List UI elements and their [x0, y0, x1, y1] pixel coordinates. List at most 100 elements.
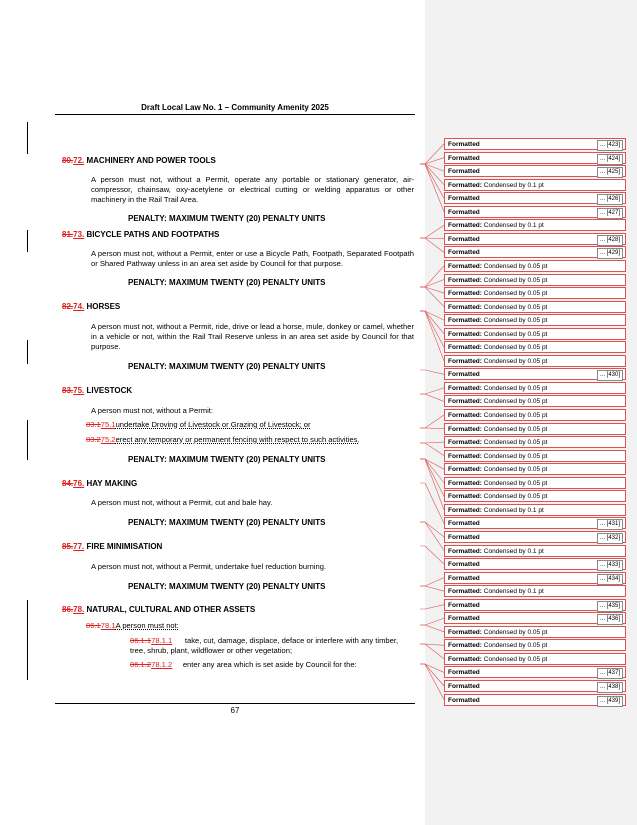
balloon-ref-link[interactable]: ... [423] [596, 140, 623, 151]
section-heading: 86.78. NATURAL, CULTURAL AND OTHER ASSET… [62, 605, 256, 614]
balloon-detail: Condensed by 0.05 pt [481, 628, 548, 636]
balloon-ref-link[interactable]: ... [438] [596, 682, 623, 693]
balloon-ref-link[interactable]: ... [427] [596, 207, 623, 219]
balloon-ref-link[interactable]: ... [434] [596, 573, 623, 585]
revision-balloon[interactable]: Formatted: Condensed by 0.05 pt [444, 259, 626, 272]
change-bar [27, 340, 28, 364]
section-body: A person must not, without a Permit, und… [91, 562, 327, 571]
balloon-label: Formatted [448, 371, 480, 379]
balloon-ref-link[interactable]: ... [433] [596, 560, 623, 572]
balloon-label: Formatted: [448, 222, 482, 230]
change-bar [27, 600, 28, 680]
revision-balloon[interactable]: Formatted ... [425] [444, 165, 626, 179]
balloon-label: Formatted [448, 168, 480, 176]
revision-balloon[interactable]: Formatted: Condensed by 0.05 pt [444, 273, 626, 286]
change-bar [27, 230, 28, 252]
balloon-label: Formatted [448, 696, 480, 704]
balloon-label: Formatted: [448, 276, 482, 284]
revision-balloon[interactable]: Formatted... [429] [444, 246, 626, 260]
revision-balloon[interactable]: Formatted: Condensed by 0.1 pt [444, 503, 626, 516]
revision-balloon[interactable]: Formatted ... [435] [444, 598, 626, 612]
revision-balloon[interactable]: Formatted... [434] [444, 571, 626, 585]
balloon-detail: Condensed by 0.05 pt [481, 290, 548, 298]
balloon-label: Formatted: [448, 344, 482, 352]
balloon-ref-link[interactable]: ... [439] [596, 695, 623, 707]
revision-balloon[interactable]: Formatted ... [438] [444, 680, 626, 693]
balloon-detail: Condensed by 0.05 pt [481, 317, 548, 325]
change-bar [27, 420, 28, 460]
revision-balloon[interactable]: Formatted: Condensed by 0.05 pt [444, 327, 626, 340]
balloon-label: Formatted: [448, 357, 482, 365]
balloon-ref-link[interactable]: ... [428] [596, 234, 623, 246]
revision-balloon[interactable]: Formatted: Condensed by 0.05 pt [444, 287, 626, 300]
balloon-detail: Condensed by 0.05 pt [481, 357, 548, 365]
balloon-ref-link[interactable]: ... [425] [596, 167, 623, 179]
balloon-label: Formatted: [448, 262, 482, 270]
balloon-ref-link[interactable]: ... [429] [596, 248, 623, 260]
revision-balloon[interactable]: Formatted... [436] [444, 612, 626, 626]
revision-balloon[interactable]: Formatted: Condensed by 0.05 pt [444, 422, 626, 435]
balloon-ref-link[interactable]: ... [424] [596, 153, 623, 165]
penalty-line: PENALTY: MAXIMUM TWENTY (20) PENALTY UNI… [128, 455, 326, 464]
revision-balloon[interactable]: Formatted ... [423] [444, 138, 626, 151]
balloon-label: Formatted [448, 235, 480, 243]
balloon-label: Formatted: [448, 588, 482, 596]
revision-balloon[interactable]: Formatted: Condensed by 0.05 pt [444, 476, 626, 489]
balloon-label: Formatted: [448, 439, 482, 447]
revision-balloon[interactable]: Formatted: Condensed by 0.05 pt [444, 341, 626, 354]
revision-balloon[interactable]: Formatted: Condensed by 0.05 pt [444, 463, 626, 476]
revision-balloon[interactable]: Formatted: Condensed by 0.05 pt [444, 409, 626, 421]
revision-balloon[interactable]: Formatted ... [427] [444, 205, 626, 219]
section-body: A person must not, without a Permit, ope… [91, 175, 414, 204]
penalty-line: PENALTY: MAXIMUM TWENTY (20) PENALTY UNI… [128, 214, 326, 223]
balloon-ref-link[interactable]: ... [426] [596, 194, 623, 206]
revision-balloon[interactable]: Formatted: Condensed by 0.05 pt [444, 381, 626, 394]
balloon-ref-link[interactable]: ... [437] [596, 668, 623, 680]
penalty-line: PENALTY: MAXIMUM TWENTY (20) PENALTY UNI… [128, 278, 326, 287]
revision-balloon[interactable]: Formatted... [433] [444, 558, 626, 572]
revision-balloon[interactable]: Formatted: Condensed by 0.05 pt [444, 354, 626, 367]
balloon-label: Formatted [448, 154, 480, 162]
balloon-label: Formatted [448, 208, 480, 216]
revision-balloon[interactable]: Formatted: Condensed by 0.05 pt [444, 395, 626, 408]
balloon-ref-link[interactable]: ... [430] [596, 370, 623, 382]
revision-balloon[interactable]: Formatted: Condensed by 0.05 pt [444, 449, 626, 462]
balloon-label: Formatted [448, 601, 480, 609]
revision-balloon[interactable]: Formatted: Condensed by 0.05 pt [444, 314, 626, 327]
list-item: 83.275.2erect any temporary or permanent… [86, 435, 360, 444]
balloon-ref-link[interactable]: ... [431] [596, 519, 623, 531]
revision-balloon[interactable]: Formatted: Condensed by 0.05 pt [444, 300, 626, 313]
revision-balloon[interactable]: Formatted... [437] [444, 666, 626, 680]
document-page: Draft Local Law No. 1 – Community Amenit… [27, 103, 415, 715]
revision-balloon[interactable]: Formatted: Condensed by 0.1 pt [444, 219, 626, 232]
revision-balloon[interactable]: Formatted: Condensed by 0.05 pt [444, 490, 626, 503]
revision-balloon[interactable]: Formatted ... [430] [444, 368, 626, 382]
revision-balloon[interactable]: Formatted: Condensed by 0.1 pt [444, 178, 626, 191]
balloon-label: Formatted: [448, 547, 482, 555]
revision-balloon[interactable]: Formatted: Condensed by 0.1 pt [444, 585, 626, 598]
revision-balloon[interactable]: Formatted: Condensed by 0.05 pt [444, 652, 626, 665]
section-heading: 83.75. LIVESTOCK [62, 386, 133, 395]
revision-balloon[interactable]: Formatted... [432] [444, 530, 626, 544]
section-body: A person must not, without a Permit, rid… [91, 322, 414, 351]
revision-balloon[interactable]: Formatted: Condensed by 0.05 pt [444, 436, 626, 449]
balloon-label: Formatted: [448, 642, 482, 650]
balloon-ref-link[interactable]: ... [436] [596, 614, 623, 626]
revision-balloon[interactable]: Formatted ... [424] [444, 151, 626, 165]
revision-balloon[interactable]: Formatted: Condensed by 0.1 pt [444, 544, 626, 557]
revision-balloon[interactable]: Formatted... [431] [444, 517, 626, 531]
balloon-label: Formatted: [448, 628, 482, 636]
balloon-detail: Condensed by 0.05 pt [481, 425, 548, 433]
balloon-detail: Condensed by 0.05 pt [481, 452, 548, 460]
balloon-ref-link[interactable]: ... [432] [596, 532, 623, 544]
revision-balloon[interactable]: Formatted: Condensed by 0.05 pt [444, 639, 626, 652]
balloon-ref-link[interactable]: ... [435] [596, 600, 623, 612]
balloon-label: Formatted: [448, 303, 482, 311]
revision-balloon[interactable]: Formatted ... [428] [444, 232, 626, 246]
revision-balloon[interactable]: Formatted: Condensed by 0.05 pt [444, 625, 626, 638]
balloon-label: Formatted [448, 683, 480, 690]
balloon-label: Formatted: [448, 290, 482, 298]
revision-balloon[interactable]: Formatted... [426] [444, 192, 626, 206]
balloon-label: Formatted [448, 141, 480, 148]
revision-balloon[interactable]: Formatted ... [439] [444, 693, 626, 707]
